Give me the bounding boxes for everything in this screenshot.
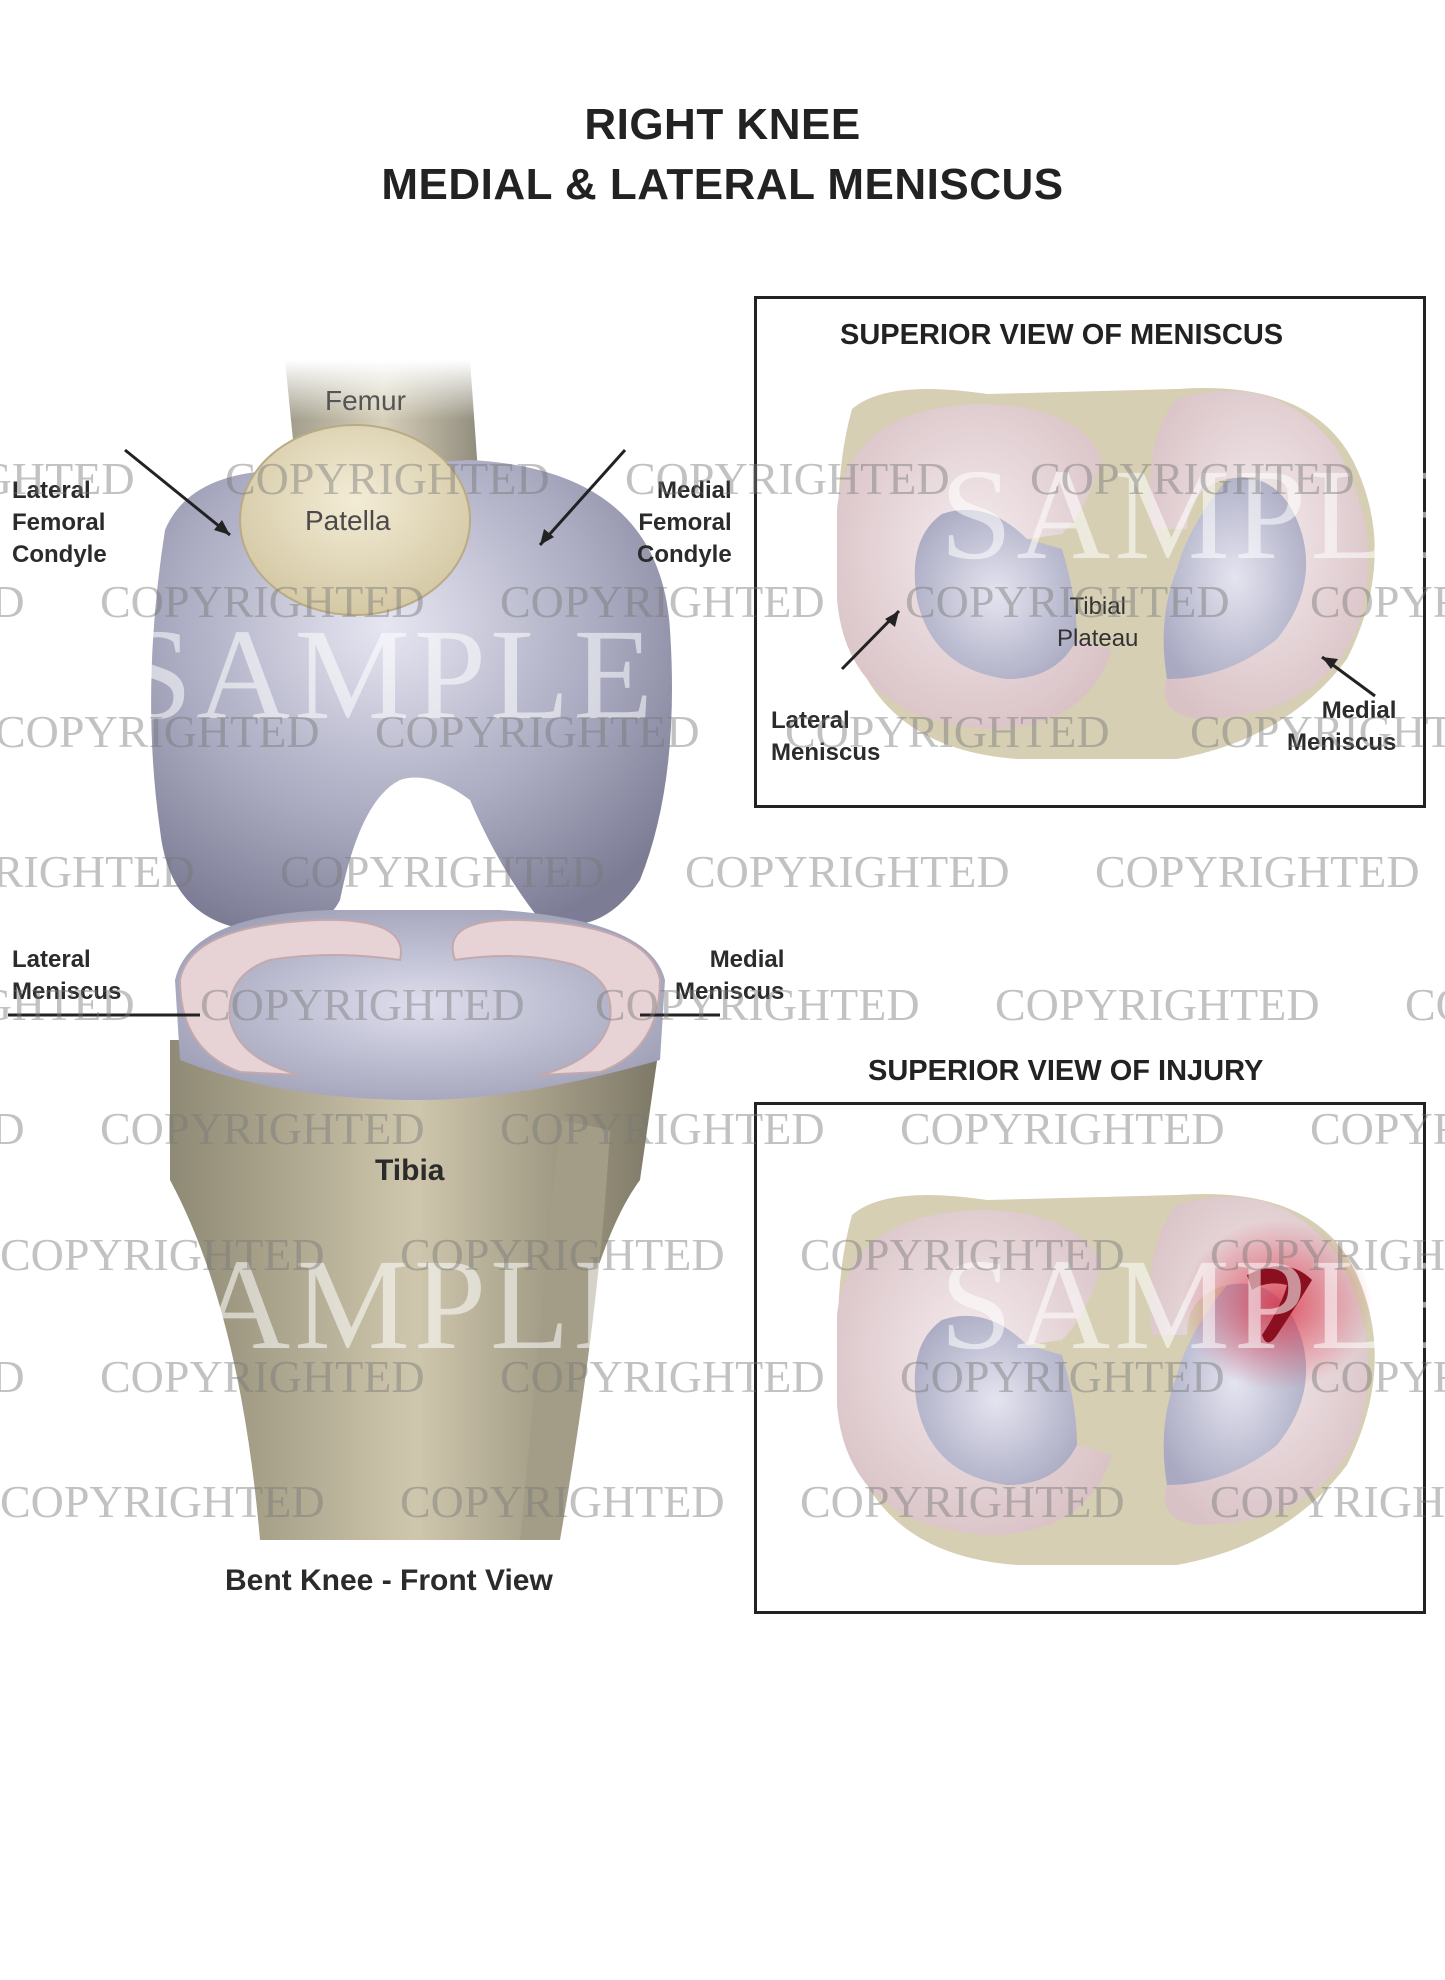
- watermark-row-4c: COPYRIGHTED: [685, 846, 1010, 897]
- patella-label: Patella: [305, 505, 391, 536]
- medial-femoral-condyle-label: Medial Femoral Condyle: [637, 477, 732, 568]
- knee-front-illustration: [0, 360, 720, 1540]
- tibial-plateau-label: Tibial Plateau: [1057, 593, 1139, 652]
- femur-label: Femur: [325, 385, 406, 416]
- lateral-meniscus-label: Lateral Meniscus: [12, 946, 122, 1005]
- superior-meniscus-panel: SUPERIOR VIEW OF MENISCUS Tibial Plateau…: [754, 296, 1426, 808]
- lateral-femoral-condyle-label: Lateral Femoral Condyle: [12, 477, 107, 568]
- main-title-line-1: RIGHT KNEE: [584, 100, 861, 149]
- watermark-row-4d: COPYRIGHTED: [1095, 846, 1420, 897]
- watermark-row-5e: COPYRIGHTED: [1405, 979, 1445, 1030]
- front-view-caption: Bent Knee - Front View: [225, 1564, 553, 1597]
- main-title-line-2: MEDIAL & LATERAL MENISCUS: [381, 160, 1064, 209]
- superior-medial-meniscus-label: Medial Meniscus: [1287, 697, 1397, 756]
- medial-meniscus-label: Medial Meniscus: [675, 946, 785, 1005]
- superior-injury-panel: [754, 1102, 1426, 1614]
- tibia-label: Tibia: [375, 1154, 445, 1187]
- superior-lateral-meniscus-label: Lateral Meniscus: [771, 707, 881, 766]
- superior-meniscus-title: SUPERIOR VIEW OF MENISCUS: [840, 319, 1284, 351]
- watermark-row-5d: COPYRIGHTED: [995, 979, 1320, 1030]
- superior-injury-title: SUPERIOR VIEW OF INJURY: [868, 1055, 1264, 1087]
